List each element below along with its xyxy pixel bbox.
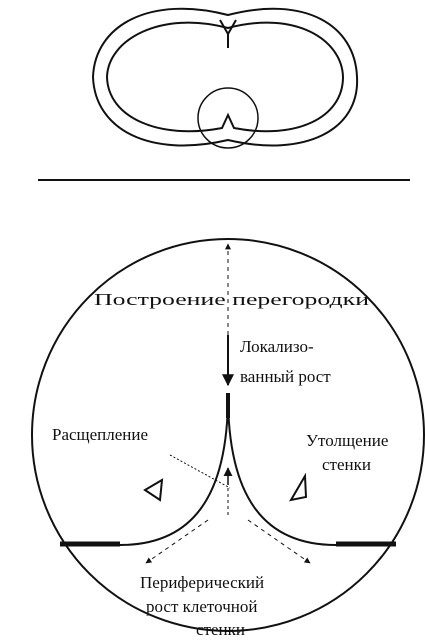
label-peripheral-growth-line1: Периферический: [140, 573, 264, 592]
right-wall-curve: [228, 395, 336, 545]
label-peripheral-growth-line3: стенки: [196, 620, 245, 639]
label-localized-growth-line2: ванный рост: [240, 367, 331, 386]
peripheral-growth-arrow-right: [248, 520, 310, 563]
label-splitting: Расщепление: [52, 425, 148, 444]
peripheral-growth-arrow-left: [146, 520, 208, 563]
label-localized-growth-line1: Локализо-: [240, 337, 314, 356]
wall-thickening-marker-right: [291, 476, 306, 500]
label-peripheral-growth-line2: рост клеточной: [146, 597, 257, 616]
dividing-cell-sketch: [93, 9, 357, 148]
wall-thickening-marker-left: [145, 480, 162, 500]
label-wall-thickening-line1: Утолщение: [306, 431, 388, 450]
label-wall-thickening-line2: стенки: [322, 455, 371, 474]
left-wall-curve: [120, 395, 228, 545]
dividing-cell-inner-outline: [107, 23, 343, 132]
label-septum-building: Построение перегородки: [94, 290, 369, 309]
